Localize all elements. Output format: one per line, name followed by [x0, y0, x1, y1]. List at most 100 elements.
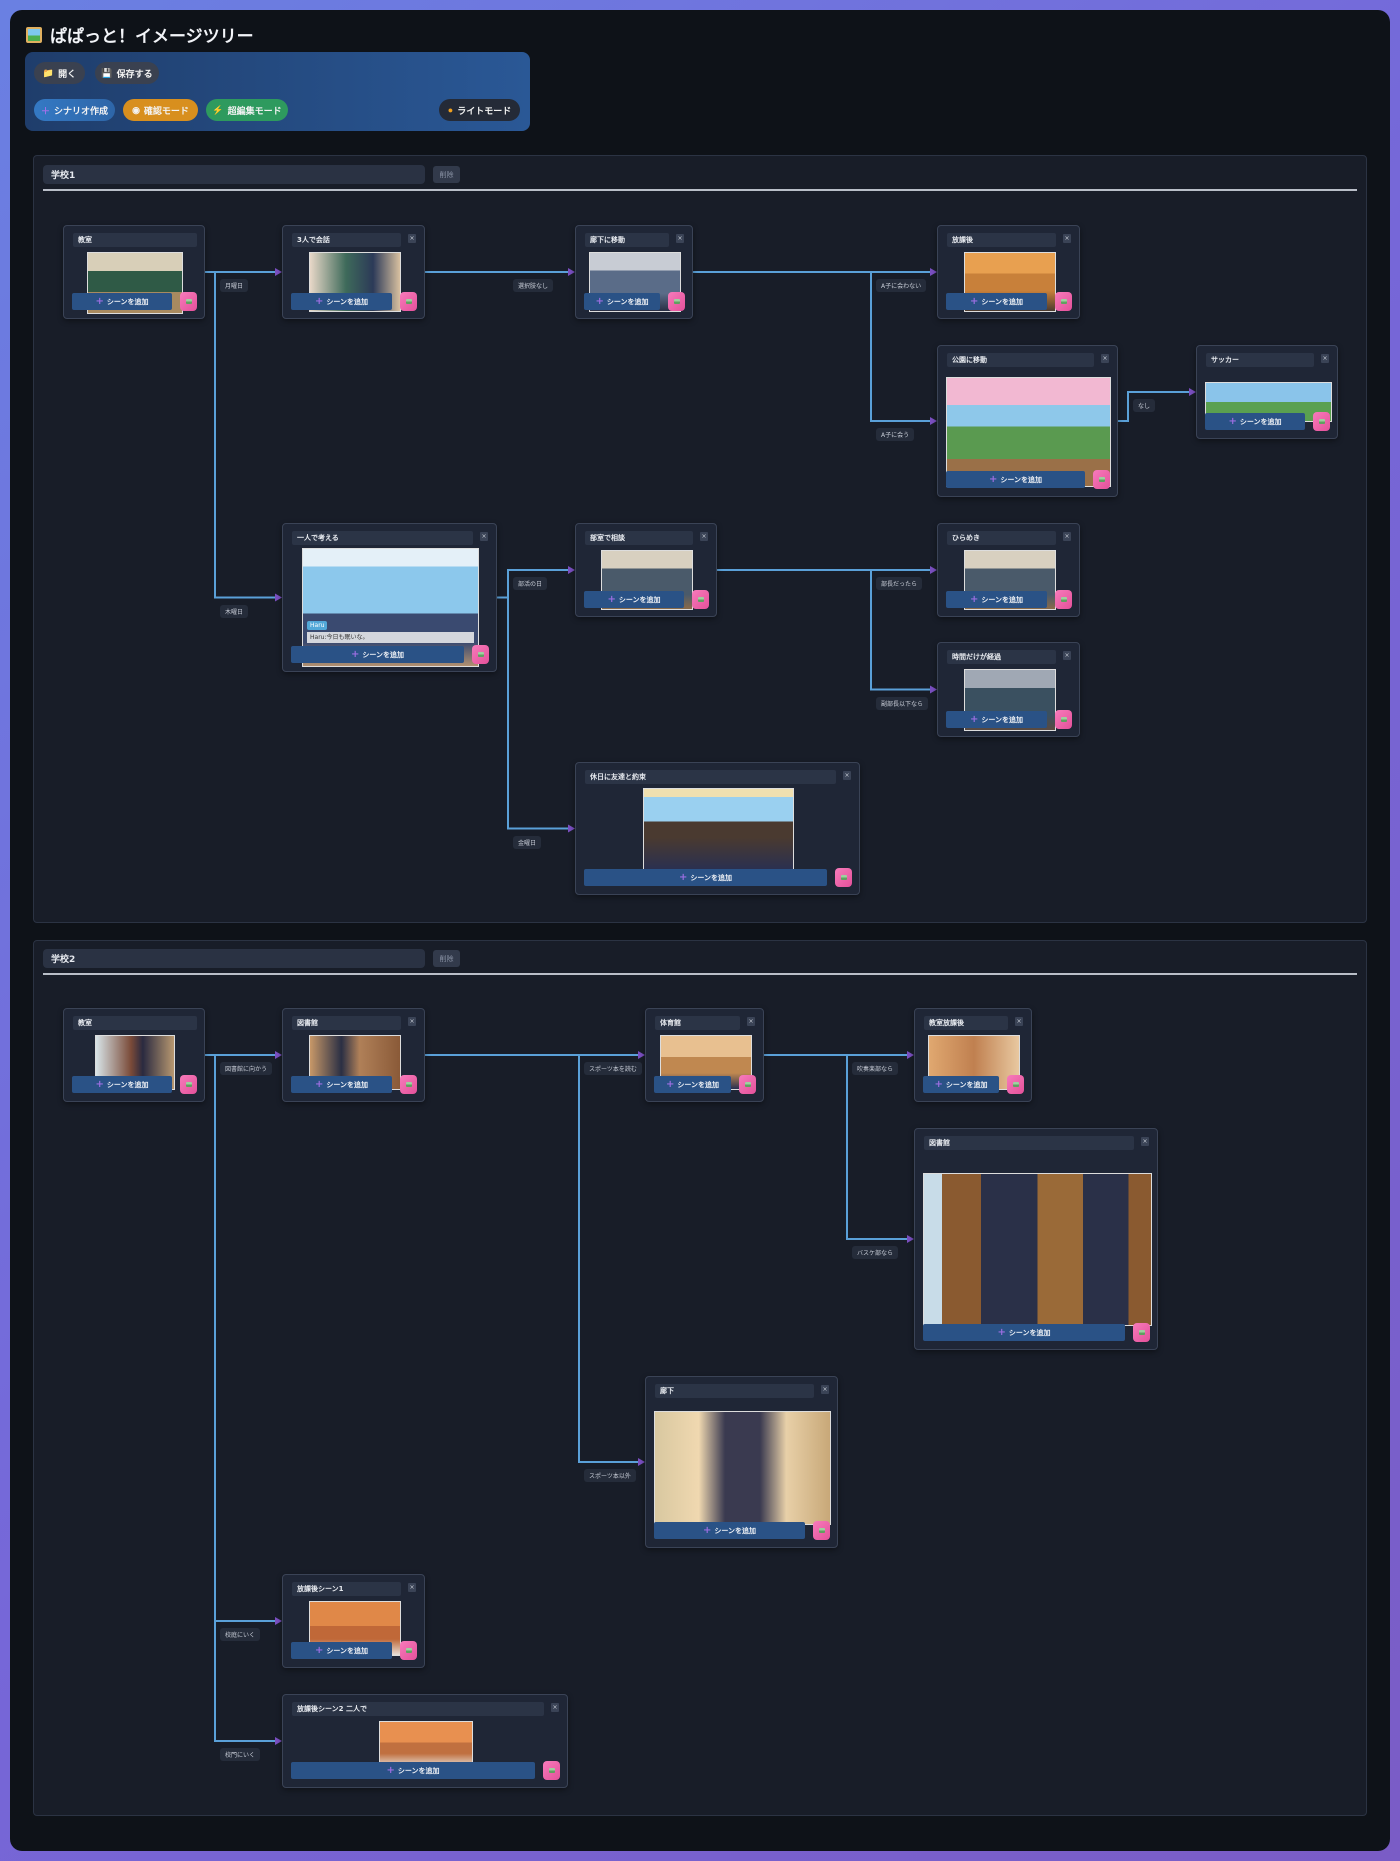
- scene-node[interactable]: 3人で会話 × +シーンを追加: [282, 225, 425, 319]
- add-scene-button[interactable]: +シーンを追加: [291, 1076, 392, 1093]
- add-scene-button[interactable]: +シーンを追加: [72, 293, 172, 310]
- change-image-button[interactable]: [1055, 590, 1072, 609]
- section-name-input[interactable]: 学校1: [43, 165, 425, 184]
- scene-title-input[interactable]: 時間だけが経過: [947, 650, 1056, 664]
- delete-section-button[interactable]: 削除: [433, 166, 460, 183]
- scene-thumbnail[interactable]: [379, 1721, 473, 1768]
- scene-node[interactable]: 教室放課後×+シーンを追加: [914, 1008, 1032, 1102]
- scene-node[interactable]: 放課後シーン2 二人で × +シーンを追加: [282, 1694, 568, 1788]
- change-image-button[interactable]: [400, 1075, 417, 1094]
- create-scenario-button[interactable]: ＋シナリオ作成: [34, 99, 115, 121]
- scene-node[interactable]: 図書館 × +シーンを追加: [282, 1008, 425, 1102]
- scene-node[interactable]: 時間だけが経過 × +シーンを追加: [937, 642, 1080, 737]
- delete-node-button[interactable]: ×: [408, 234, 416, 243]
- scene-node[interactable]: 部室で相談×+シーンを追加: [575, 523, 717, 617]
- add-scene-button[interactable]: +シーンを追加: [923, 1076, 999, 1093]
- scene-node[interactable]: 廊下×+シーンを追加: [645, 1376, 838, 1548]
- scene-node[interactable]: 廊下に移動×+シーンを追加: [575, 225, 693, 319]
- change-image-button[interactable]: [180, 292, 197, 311]
- add-scene-button[interactable]: +シーンを追加: [654, 1522, 805, 1539]
- change-image-button[interactable]: [400, 292, 417, 311]
- choice-label-input[interactable]: A子に会う: [876, 428, 915, 441]
- scene-title-input[interactable]: 部室で相談: [585, 531, 693, 545]
- change-image-button[interactable]: [668, 292, 685, 311]
- add-scene-button[interactable]: +シーンを追加: [946, 293, 1047, 310]
- scene-title-input[interactable]: 放課後シーン1: [292, 1582, 401, 1596]
- add-scene-button[interactable]: +シーンを追加: [654, 1076, 731, 1093]
- delete-node-button[interactable]: ×: [480, 532, 488, 541]
- scene-thumbnail[interactable]: [643, 788, 794, 871]
- add-scene-button[interactable]: +シーンを追加: [584, 869, 827, 886]
- delete-node-button[interactable]: ×: [1063, 651, 1071, 660]
- scene-title-input[interactable]: サッカー: [1206, 353, 1314, 367]
- scene-title-input[interactable]: 休日に友達と約束: [585, 770, 836, 784]
- choice-label-input[interactable]: A子に会わない: [876, 279, 927, 292]
- scene-thumbnail[interactable]: [922, 1173, 1152, 1326]
- delete-node-button[interactable]: ×: [843, 771, 851, 780]
- choice-label-input[interactable]: 副部長以下なら: [876, 696, 929, 710]
- scene-title-input[interactable]: 放課後シーン2 二人で: [292, 1702, 544, 1716]
- delete-node-button[interactable]: ×: [408, 1017, 416, 1026]
- change-image-button[interactable]: [692, 590, 709, 609]
- choice-label-input[interactable]: 木曜日: [220, 604, 249, 618]
- add-scene-button[interactable]: +シーンを追加: [946, 711, 1047, 728]
- change-image-button[interactable]: [1093, 470, 1110, 489]
- change-image-button[interactable]: [1055, 292, 1072, 311]
- scene-node[interactable]: 教室+シーンを追加: [63, 1008, 205, 1102]
- delete-node-button[interactable]: ×: [1321, 354, 1329, 363]
- choice-label-input[interactable]: 吹奏楽部なら: [852, 1062, 899, 1075]
- change-image-button[interactable]: [472, 645, 489, 664]
- delete-section-button[interactable]: 削除: [433, 950, 460, 967]
- open-button[interactable]: 📁開く: [34, 62, 85, 84]
- choice-label-input[interactable]: 校門にいく: [220, 1748, 261, 1761]
- light-mode-button[interactable]: ●ライトモード: [439, 99, 520, 121]
- change-image-button[interactable]: [1313, 412, 1330, 431]
- change-image-button[interactable]: [739, 1075, 756, 1094]
- preview-mode-button[interactable]: ◉確認モード: [123, 99, 198, 121]
- choice-label-input[interactable]: 校庭にいく: [220, 1628, 261, 1641]
- delete-node-button[interactable]: ×: [551, 1703, 559, 1712]
- choice-label-input[interactable]: 部長だったら: [876, 577, 923, 590]
- change-image-button[interactable]: [1007, 1075, 1024, 1094]
- scene-title-input[interactable]: 図書館: [292, 1016, 401, 1030]
- scene-node[interactable]: 図書館×+シーンを追加: [914, 1128, 1158, 1350]
- scene-title-input[interactable]: 教室放課後: [924, 1016, 1008, 1030]
- change-image-button[interactable]: [835, 868, 852, 887]
- delete-node-button[interactable]: ×: [747, 1017, 755, 1026]
- choice-label-input[interactable]: バスケ部なら: [852, 1246, 899, 1259]
- delete-node-button[interactable]: ×: [1063, 234, 1071, 243]
- scene-node[interactable]: 公園に移動×+シーンを追加: [937, 345, 1118, 497]
- add-scene-button[interactable]: +シーンを追加: [291, 293, 392, 310]
- scene-title-input[interactable]: 公園に移動: [947, 353, 1094, 367]
- scene-node[interactable]: 体育館 × +シーンを追加: [645, 1008, 764, 1102]
- scene-title-input[interactable]: 廊下: [655, 1384, 814, 1398]
- super-edit-mode-button[interactable]: ⚡超編集モード: [206, 99, 288, 121]
- choice-label-input[interactable]: 選択肢なし: [513, 279, 554, 292]
- scene-title-input[interactable]: 廊下に移動: [585, 233, 669, 247]
- scene-node[interactable]: 休日に友達と約束 × +シーンを追加: [575, 762, 860, 895]
- scene-thumbnail[interactable]: [654, 1411, 831, 1525]
- scene-title-input[interactable]: ひらめき: [947, 531, 1056, 545]
- add-scene-button[interactable]: +シーンを追加: [946, 591, 1047, 608]
- change-image-button[interactable]: [1055, 710, 1072, 729]
- add-scene-button[interactable]: +シーンを追加: [291, 1762, 535, 1779]
- choice-label-input[interactable]: 図書館に向かう: [220, 1062, 273, 1075]
- choice-label-input[interactable]: 月曜日: [220, 279, 249, 292]
- choice-label-input[interactable]: 部活の日: [513, 577, 548, 590]
- change-image-button[interactable]: [543, 1761, 560, 1780]
- delete-node-button[interactable]: ×: [700, 532, 708, 541]
- choice-label-input[interactable]: スポーツ本を読む: [584, 1062, 642, 1075]
- scene-node[interactable]: 教室+シーンを追加: [63, 225, 205, 319]
- scene-node[interactable]: 放課後 × +シーンを追加: [937, 225, 1080, 319]
- change-image-button[interactable]: [180, 1075, 197, 1094]
- section-name-input[interactable]: 学校2: [43, 949, 425, 968]
- scene-title-input[interactable]: 放課後: [947, 233, 1056, 247]
- scene-title-input[interactable]: 3人で会話: [292, 233, 401, 247]
- save-button[interactable]: 💾保存する: [95, 62, 159, 84]
- scene-title-input[interactable]: 体育館: [655, 1016, 740, 1030]
- delete-node-button[interactable]: ×: [676, 234, 684, 243]
- change-image-button[interactable]: [813, 1521, 830, 1540]
- scene-title-input[interactable]: 一人で考える: [292, 531, 473, 545]
- scene-title-input[interactable]: 教室: [73, 1016, 197, 1030]
